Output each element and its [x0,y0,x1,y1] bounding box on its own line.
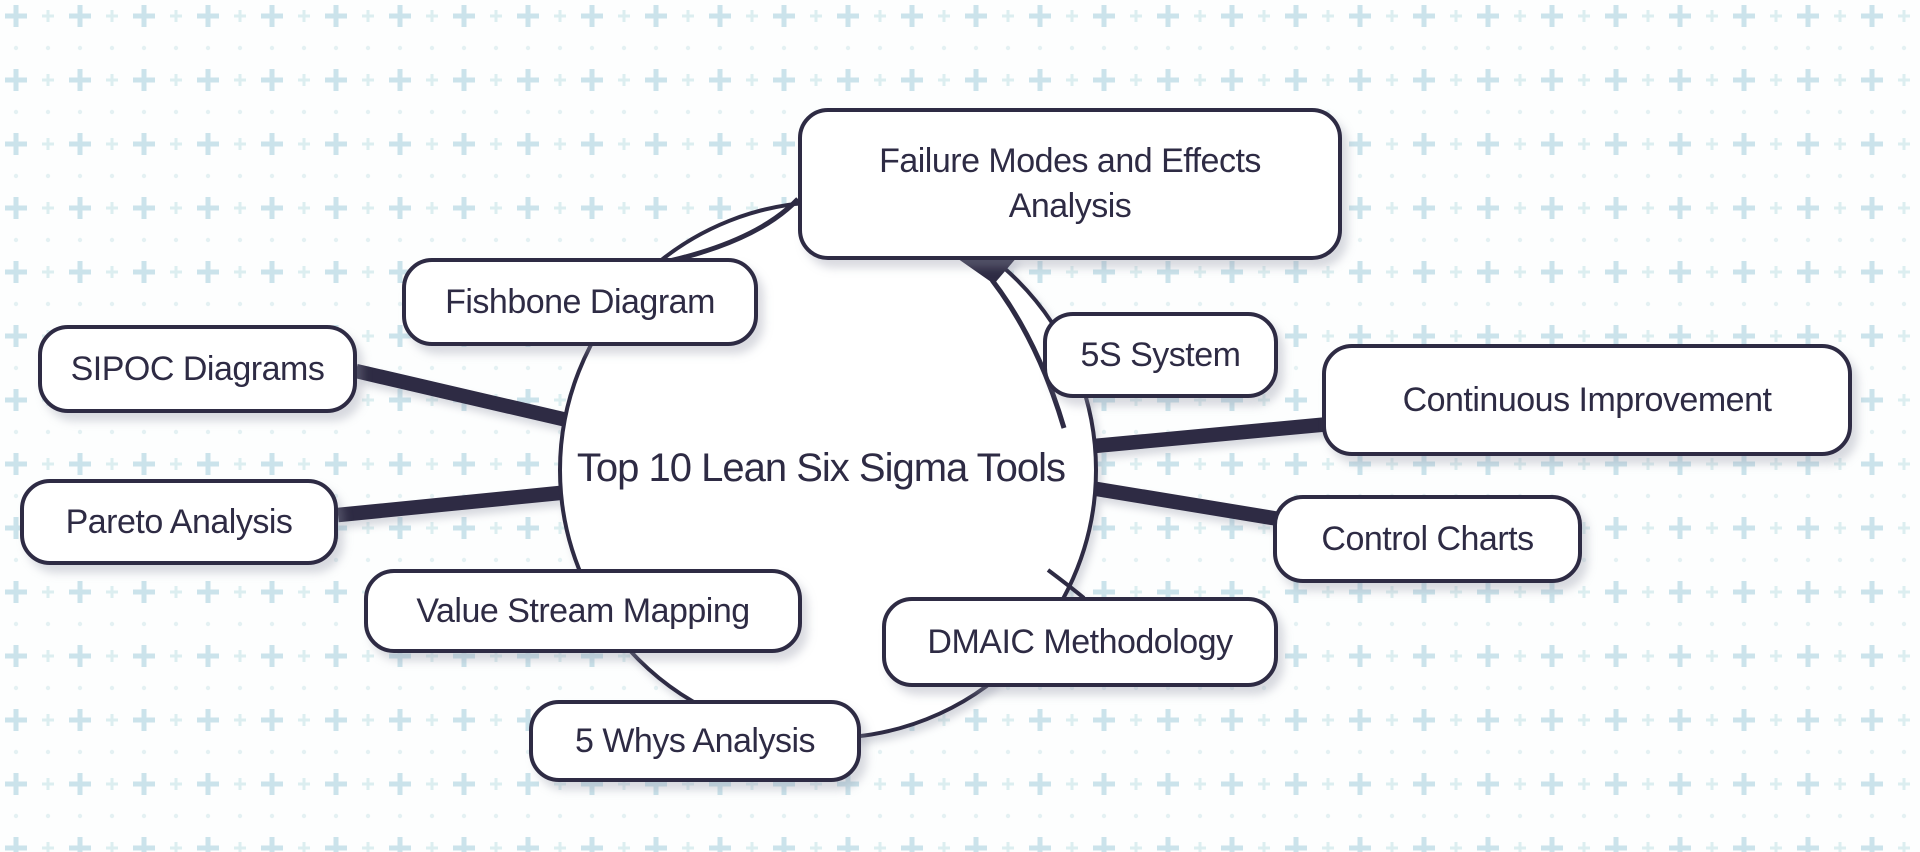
node-control-charts[interactable]: Control Charts [1273,495,1582,583]
node-label: Control Charts [1321,519,1534,558]
node-sipoc-diagrams[interactable]: SIPOC Diagrams [38,325,357,413]
node-5s-system[interactable]: 5S System [1043,312,1278,398]
edge-fmea-curve [990,278,1067,429]
node-label: Pareto Analysis [65,502,293,541]
central-topic[interactable]: Top 10 Lean Six Sigma Tools [576,446,1066,490]
node-label: SIPOC Diagrams [70,349,325,388]
node-label: Fishbone Diagram [445,282,715,321]
node-5-whys-analysis[interactable]: 5 Whys Analysis [529,700,861,782]
node-failure-modes-effects-analysis[interactable]: Failure Modes and Effects Analysis [798,108,1342,260]
node-label: Value Stream Mapping [416,591,750,630]
edge-dmaic [1046,568,1086,600]
node-dmaic-methodology[interactable]: DMAIC Methodology [882,597,1278,687]
node-label: Failure Modes and Effects Analysis [879,142,1261,225]
node-label: 5S System [1080,335,1241,374]
node-continuous-improvement[interactable]: Continuous Improvement [1322,344,1852,456]
node-label: 5 Whys Analysis [574,721,816,760]
edge-fmea-taper [954,256,1018,284]
node-label: Continuous Improvement [1402,380,1772,419]
node-label: DMAIC Methodology [927,622,1233,661]
node-value-stream-mapping[interactable]: Value Stream Mapping [364,569,802,653]
node-pareto-analysis[interactable]: Pareto Analysis [20,479,338,565]
node-fishbone-diagram[interactable]: Fishbone Diagram [402,258,758,346]
